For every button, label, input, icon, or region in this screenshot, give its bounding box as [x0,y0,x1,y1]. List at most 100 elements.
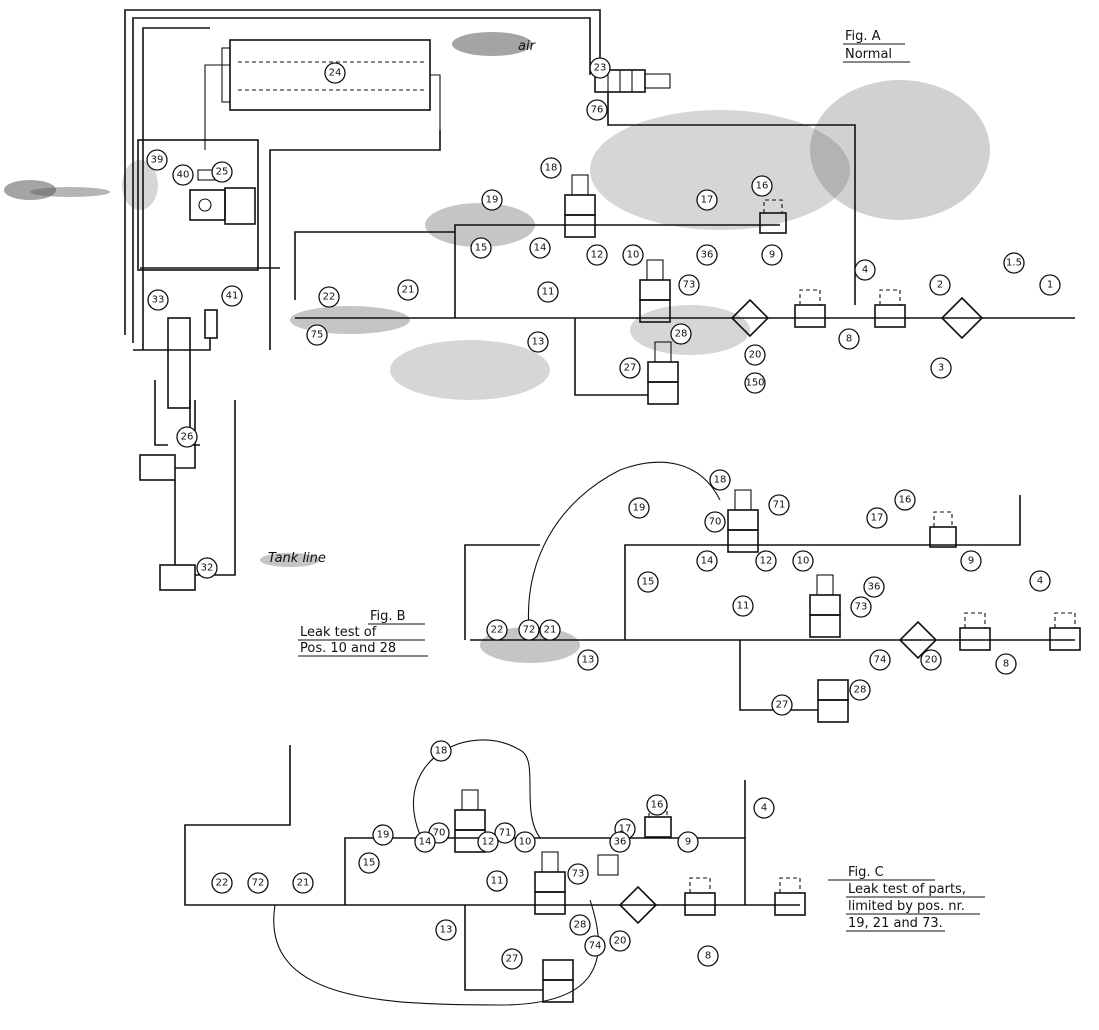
fig-a-position-label: 26 [181,432,194,443]
fig-a-position-36: 36 [696,244,718,266]
fig-b-position-label: 4 [1037,576,1043,587]
handwritten-notes: air Tank line [268,39,537,566]
fig-c-position-label: 20 [614,936,627,947]
fig-c-line3: 19, 21 and 73. [848,916,943,931]
fig-a-position-label: 76 [591,105,604,116]
fig-b-position-label: 8 [1003,659,1009,670]
fig-b-position-label: 70 [709,517,722,528]
fig-c-position-label: 18 [435,746,448,757]
fig-b-position-27: 27 [771,694,793,716]
fig-a-position-12: 12 [586,244,608,266]
fig-c-position-label: 71 [499,828,512,839]
fig-b-position-18: 18 [709,469,731,491]
fig-a-position-20: 20 [744,344,766,366]
fig-b-position-4: 4 [1029,570,1051,592]
fig-a-position-label: 10 [627,250,640,261]
fig-c-position-28: 28 [569,914,591,936]
fig-c-position-10: 10 [514,831,536,853]
fig-c-position-label: 8 [705,951,711,962]
fig-a-position-label: 1.5 [1006,258,1022,269]
fig-c-position-label: 22 [216,878,229,889]
fig-a-position-24: 24 [324,62,346,84]
fig-b-position-label: 18 [714,475,727,486]
fig-a-position-41: 41 [221,285,243,307]
fig-c-position-label: 16 [651,800,664,811]
fig-a-position-21: 21 [397,279,419,301]
fig-a-position-40: 40 [172,164,194,186]
fig-c-position-label: 11 [491,876,504,887]
fig-a-position-label: 2 [937,280,943,291]
fig-a-position-75: 75 [306,324,328,346]
fig-c-position-19: 19 [372,824,394,846]
fig-c-position-label: 73 [572,869,585,880]
fig-b-position-11: 11 [732,595,754,617]
caption-fig-a: Fig. A Normal [843,29,910,63]
fig-a-position-label: 22 [323,292,336,303]
fig-c-position-12: 12 [477,831,499,853]
fig-c-position-15: 15 [358,852,380,874]
fig-c-position-label: 19 [377,830,390,841]
fig-b-position-label: 21 [544,625,557,636]
fig-a-position-label: 33 [152,295,165,306]
fig-c-position-label: 36 [614,837,627,848]
fig-a-position-label: 13 [532,337,545,348]
figure-c [184,739,806,1006]
fig-b-position-label: 14 [701,556,714,567]
fig-a-position-label: 27 [624,363,637,374]
fig-c-position-27: 27 [501,948,523,970]
fig-c-position-label: 70 [433,828,446,839]
fig-a-position-150: 150 [744,372,766,394]
fig-a-position-26: 26 [176,426,198,448]
fig-a-position-25: 25 [211,161,233,183]
fig-b-position-label: 17 [871,513,884,524]
fig-a-position-22: 22 [318,286,340,308]
fig-a-position-label: 16 [756,181,769,192]
fig-c-position-18: 18 [430,740,452,762]
fig-a-position-label: 3 [938,363,944,374]
fig-b-position-label: 12 [760,556,773,567]
fig-b-position-21: 21 [539,619,561,641]
fig-b-position-8: 8 [995,653,1017,675]
fig-a-position-15: 15 [470,237,492,259]
fig-b-position-22: 22 [486,619,508,641]
fig-a-position-label: 73 [683,280,696,291]
fig-a-position-label: 11 [542,287,555,298]
fig-c-position-13: 13 [435,919,457,941]
fig-b-position-label: 11 [737,601,750,612]
fig-a-position-3: 3 [930,357,952,379]
fig-b-position-label: 13 [582,655,595,666]
fig-c-position-9: 9 [677,831,699,853]
fig-a-position-label: 41 [226,291,239,302]
fig-b-line2: Pos. 10 and 28 [300,641,396,656]
figure-b [464,461,1081,723]
fig-c-position-16: 16 [646,794,668,816]
fig-a-position-label: 36 [701,250,714,261]
fig-c-line1: Leak test of parts, [848,882,966,897]
fig-b-position-71: 71 [768,494,790,516]
fig-b-position-label: 72 [523,625,536,636]
fig-c-position-4: 4 [753,797,775,819]
fig-a-title: Fig. A [845,29,881,44]
fig-a-position-label: 14 [534,243,547,254]
fig-c-position-73: 73 [567,863,589,885]
fig-b-position-14: 14 [696,550,718,572]
fig-b-position-label: 15 [642,577,655,588]
fig-b-position-label: 9 [968,556,974,567]
fig-b-title: Fig. B [370,609,406,624]
fig-a-position-17: 17 [696,189,718,211]
fig-a-subtitle: Normal [845,47,892,62]
fig-c-position-11: 11 [486,870,508,892]
fig-c-position-71: 71 [494,822,516,844]
fig-c-position-21: 21 [292,872,314,894]
fig-b-position-70: 70 [704,511,726,533]
fig-a-position-label: 23 [594,63,607,74]
fig-c-position-label: 13 [440,925,453,936]
fig-c-position-label: 15 [363,858,376,869]
fig-b-position-19: 19 [628,497,650,519]
fig-a-position-1-5: 1.5 [1003,252,1025,274]
fig-b-line1: Leak test of [300,625,377,640]
fig-c-position-label: 74 [589,941,602,952]
fig-a-position-18: 18 [540,157,562,179]
